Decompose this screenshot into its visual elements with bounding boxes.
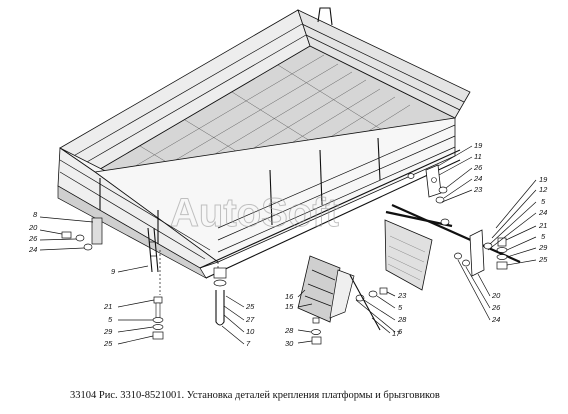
callout-label: 28 xyxy=(284,326,294,335)
callout-label: 20 xyxy=(491,291,501,300)
cargo-platform xyxy=(57,7,471,279)
callout-label: 8 xyxy=(33,210,38,219)
callout-label: 21 xyxy=(103,302,112,311)
callout-label: 15 xyxy=(285,302,294,311)
callout-label: 24 xyxy=(28,245,37,254)
left-hardware xyxy=(39,216,245,345)
callout-label: 24 xyxy=(473,174,482,183)
callout-label: 6 xyxy=(398,327,403,336)
front-hook xyxy=(317,7,333,26)
u-bolt-group xyxy=(213,267,227,326)
callout-label: 5 xyxy=(541,232,546,241)
callout-label: 12 xyxy=(539,185,548,194)
callout-label: 30 xyxy=(285,339,294,348)
bolt-stack-left xyxy=(152,296,164,340)
callout-label: 5 xyxy=(541,197,546,206)
callout-label: 25 xyxy=(103,339,113,348)
callout-label: 5 xyxy=(398,303,403,312)
callout-label: 19 xyxy=(539,175,548,184)
callout-label: 24 xyxy=(538,208,547,217)
callout-label: 23 xyxy=(397,291,407,300)
callout-label: 24 xyxy=(491,315,500,324)
callout-label: 16 xyxy=(285,292,294,301)
callout-label: 25 xyxy=(245,302,255,311)
callout-label: 19 xyxy=(474,141,483,150)
callout-label: 23 xyxy=(473,185,483,194)
callout-label: 26 xyxy=(491,303,501,312)
callout-label-17: 17 xyxy=(392,329,401,338)
callout-label: 5 xyxy=(108,315,113,324)
right-mudflap xyxy=(384,145,537,321)
figure-caption: 33104 Рис. 3310-8521001. Установка детал… xyxy=(70,390,440,401)
callout-label: 7 xyxy=(246,339,251,348)
callout-label: 20 xyxy=(28,223,38,232)
watermark: AutoSoft xyxy=(170,191,339,235)
callout-label: 27 xyxy=(245,315,255,324)
middle-mudflap xyxy=(297,255,396,345)
stepladder-9 xyxy=(147,227,159,273)
callout-label: 10 xyxy=(246,327,255,336)
callout-label: 29 xyxy=(103,327,113,336)
callout-label: 29 xyxy=(538,243,548,252)
callout-label: 26 xyxy=(473,163,483,172)
callout-label: 21 xyxy=(538,221,547,230)
callout-labels: 8 20 26 24 9 21 5 29 25 25 27 10 7 16 15… xyxy=(28,141,548,348)
callout-label: 28 xyxy=(397,315,407,324)
bracket-8 xyxy=(91,217,103,245)
callout-label: 26 xyxy=(28,234,38,243)
callout-label: 11 xyxy=(474,152,482,161)
callout-label: 9 xyxy=(111,267,116,276)
tailgate xyxy=(57,147,219,269)
callout-label: 25 xyxy=(538,255,548,264)
